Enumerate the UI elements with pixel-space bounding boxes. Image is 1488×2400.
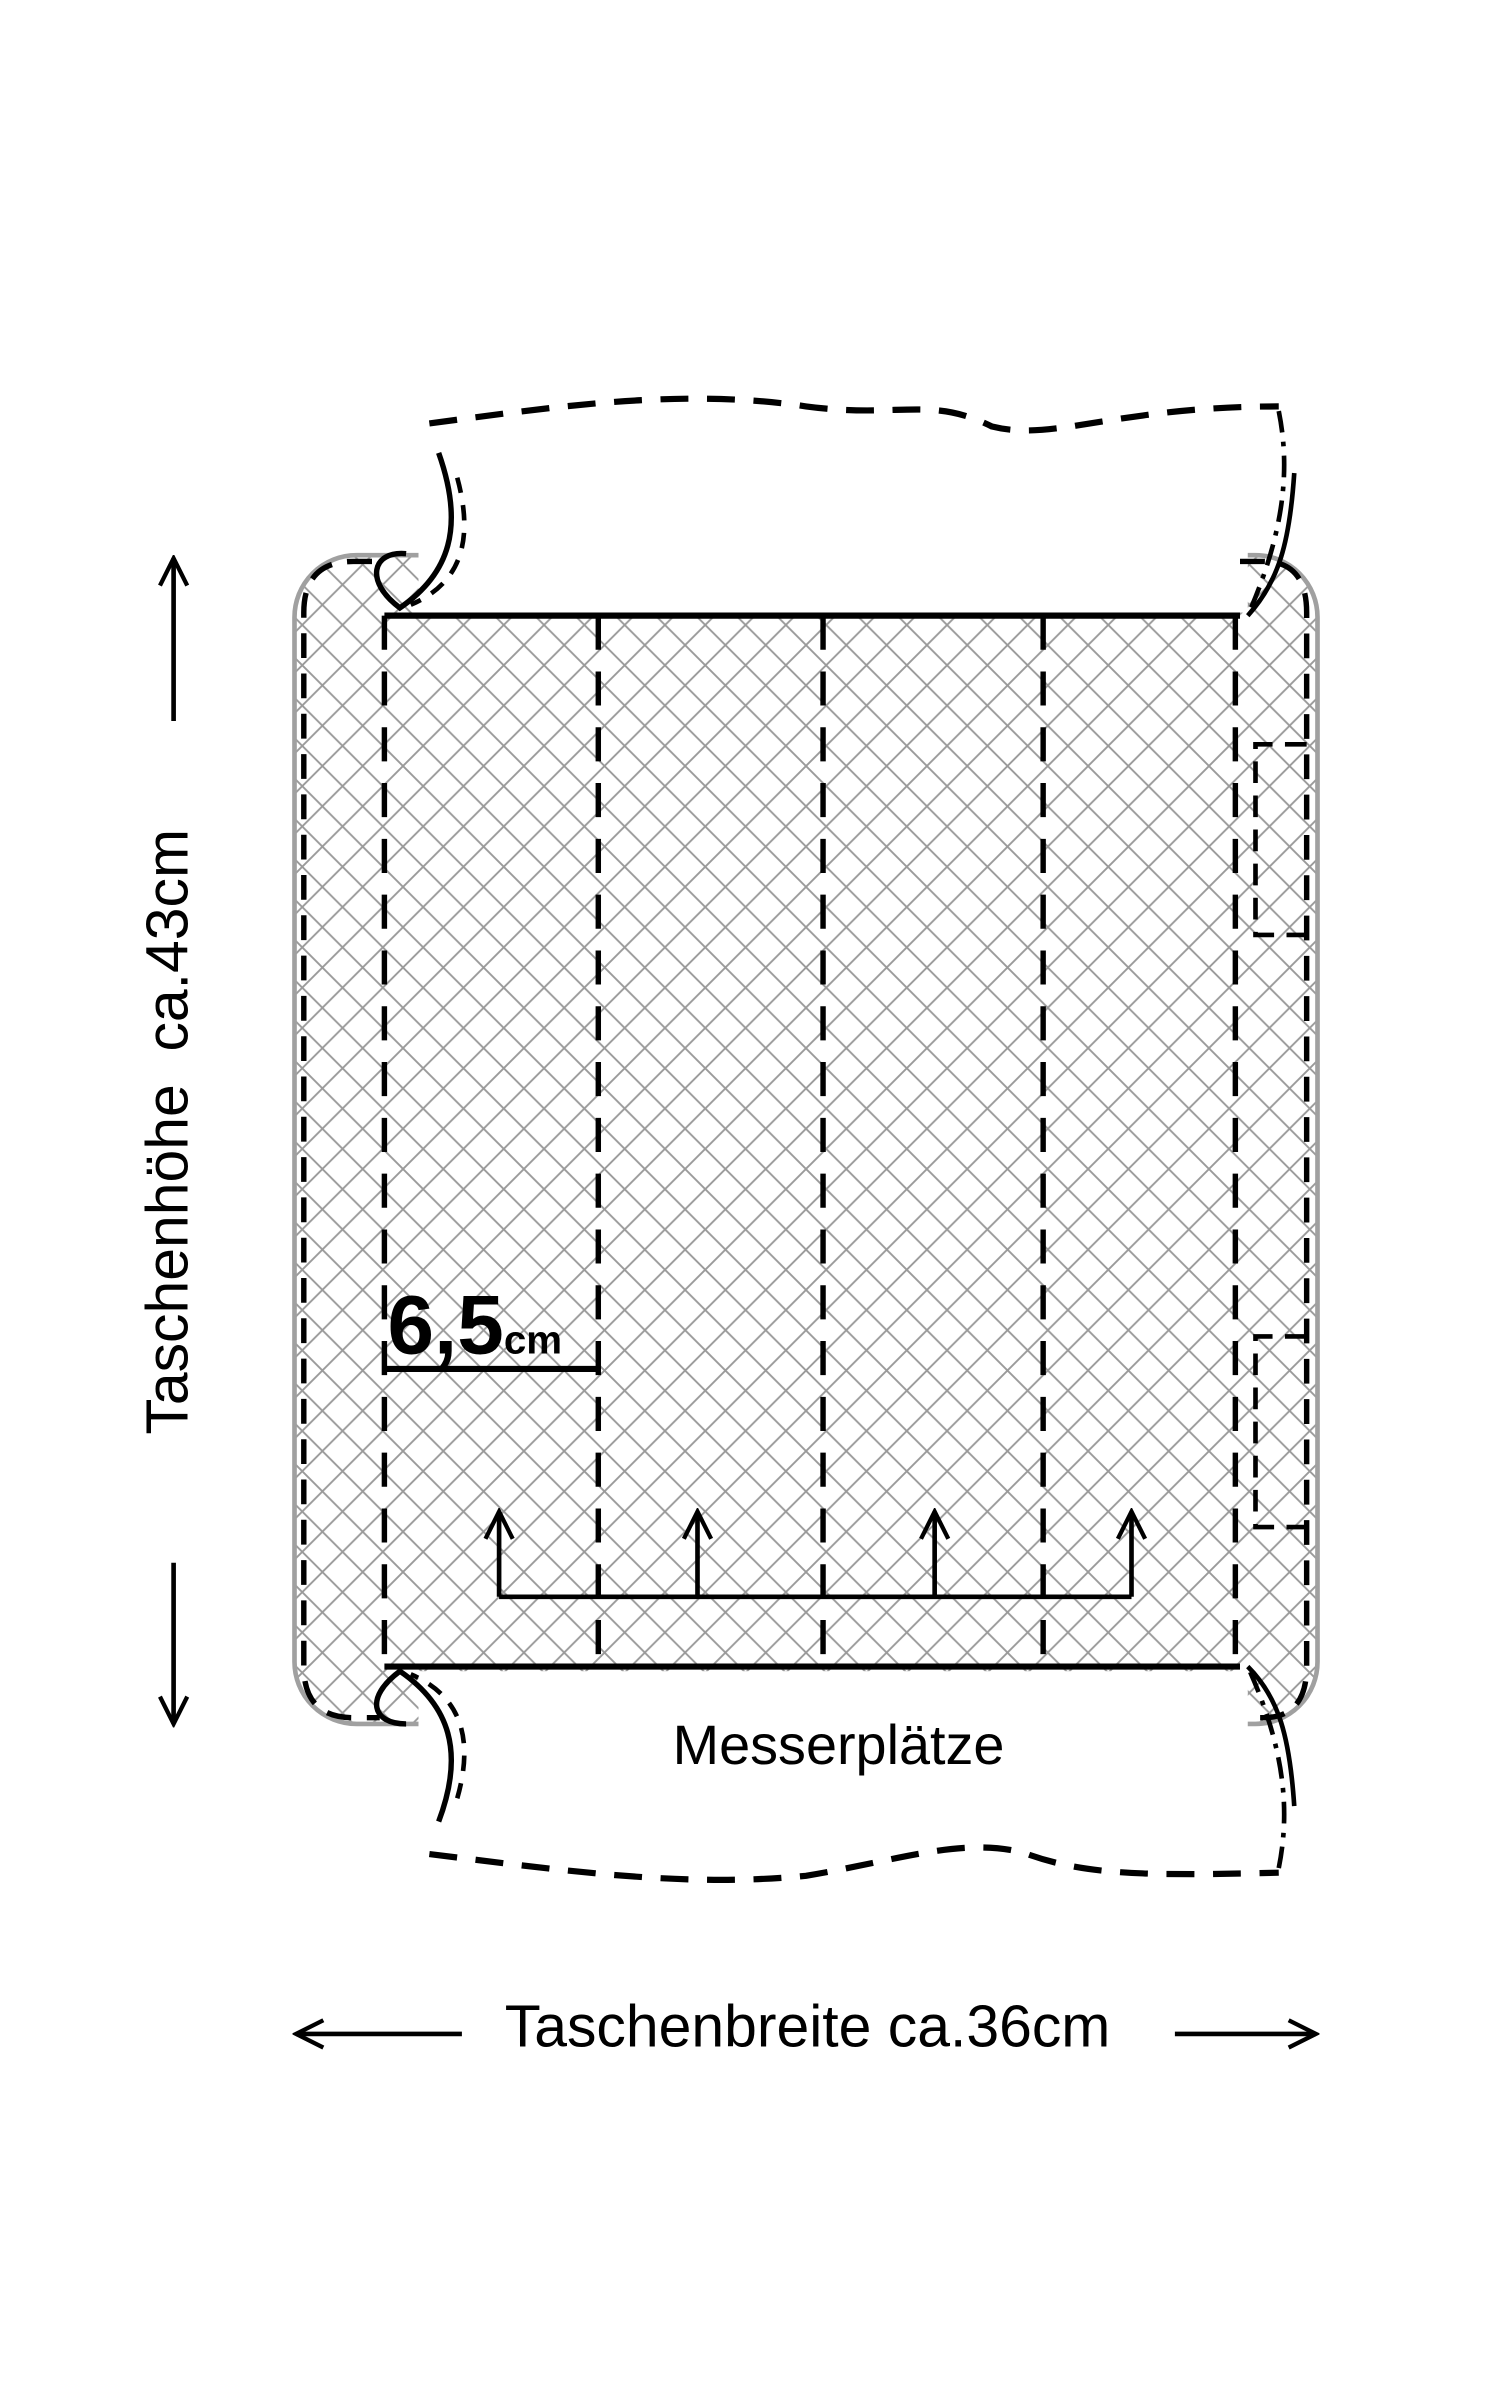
top-flap	[373, 395, 1297, 618]
outer-seam	[301, 558, 1310, 1721]
width-label: Taschenbreite ca.36cm	[505, 1994, 1111, 2059]
bottom-flap	[373, 1664, 1297, 1883]
knife-slot-arrows	[499, 1512, 1131, 1600]
knife-slots-label: Messerplätze	[673, 1713, 1005, 1776]
fastener-marks	[1253, 741, 1307, 1530]
slot-width-label: 6,5cm	[388, 1277, 563, 1371]
height-label: Taschenhöhe ca.43cm	[136, 829, 201, 1435]
pocket-panel	[292, 552, 1320, 1727]
slot-seams	[381, 615, 1239, 1667]
